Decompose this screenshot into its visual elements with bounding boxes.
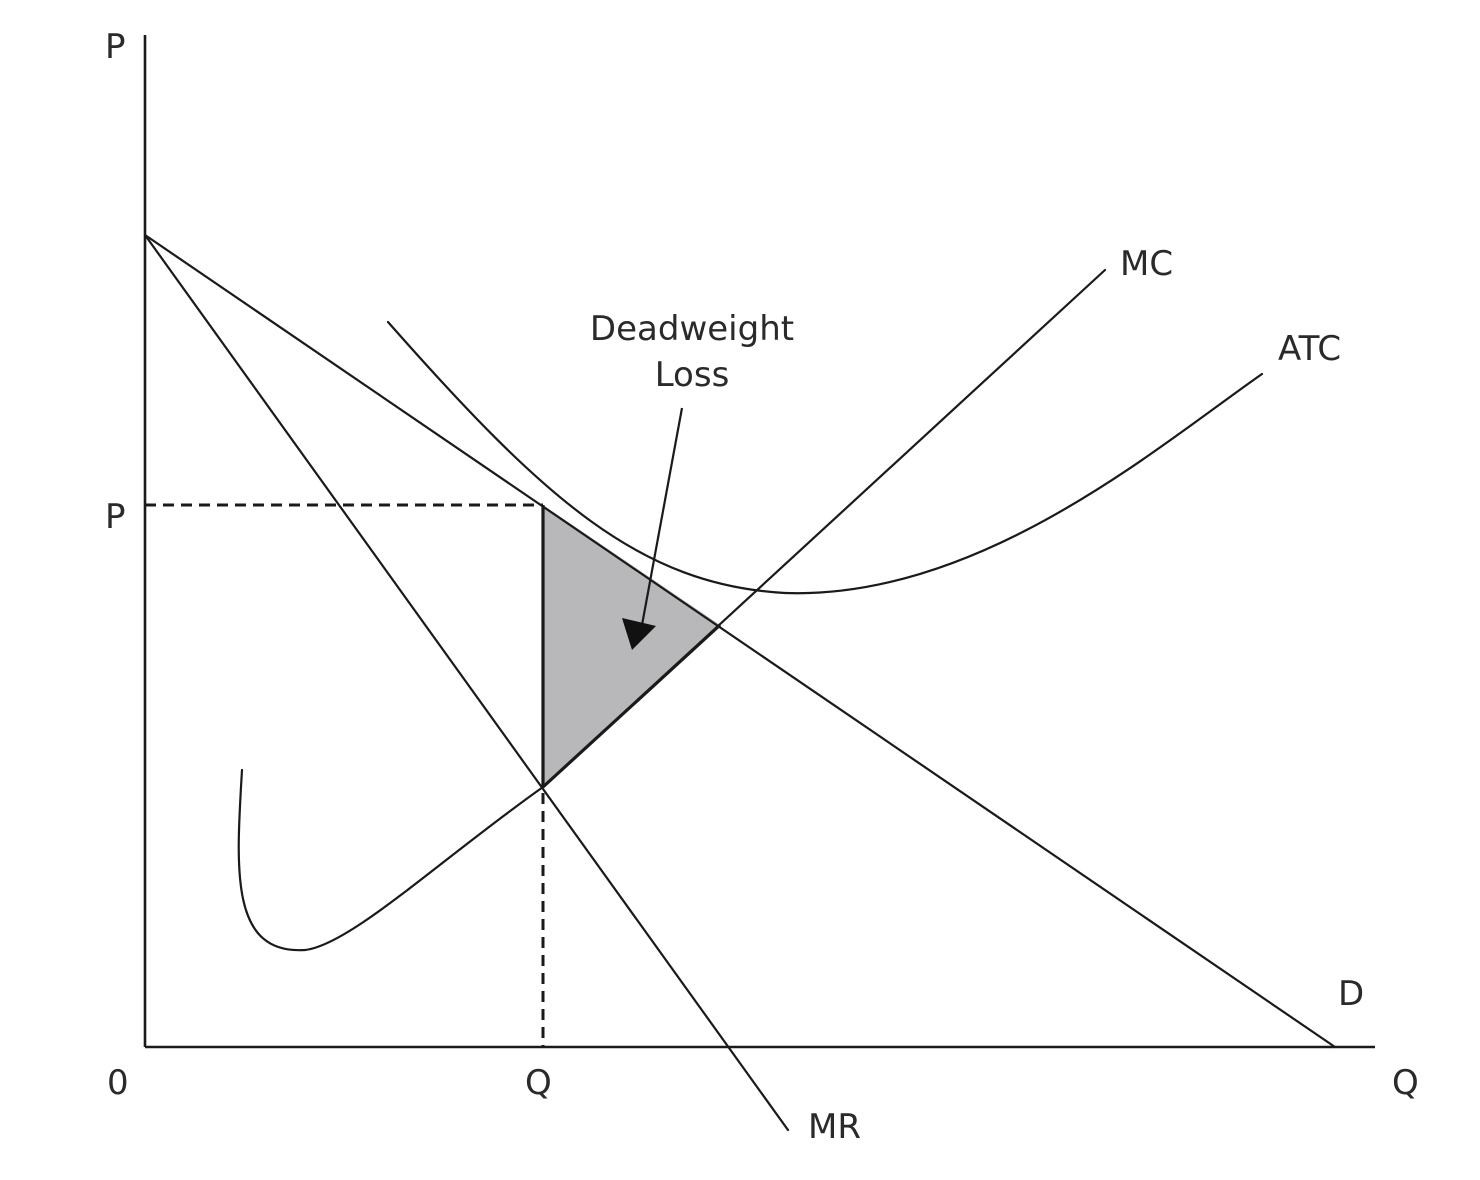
deadweight-label-line2: Loss bbox=[655, 355, 730, 395]
atc-label: ATC bbox=[1278, 329, 1341, 369]
deadweight-loss-arrow-line bbox=[640, 407, 684, 626]
origin-label: 0 bbox=[107, 1063, 129, 1103]
average-total-cost-curve bbox=[386, 320, 1264, 595]
marginal-cost-curve bbox=[237, 268, 1107, 952]
quantity-label: Q bbox=[525, 1063, 552, 1103]
mc-label: MC bbox=[1120, 244, 1173, 284]
mr-label: MR bbox=[808, 1107, 861, 1147]
marginal-revenue-curve bbox=[143, 233, 790, 1132]
demand-label: D bbox=[1338, 974, 1364, 1014]
deadweight-loss-arrow-head bbox=[622, 618, 656, 650]
x-axis-label: Q bbox=[1392, 1063, 1419, 1103]
y-axis-label: P bbox=[105, 27, 126, 67]
deadweight-label-line1: Deadweight bbox=[590, 309, 794, 349]
price-label: P bbox=[105, 497, 126, 537]
deadweight-loss-edge bbox=[541, 623, 722, 789]
demand-curve bbox=[143, 233, 1337, 1049]
